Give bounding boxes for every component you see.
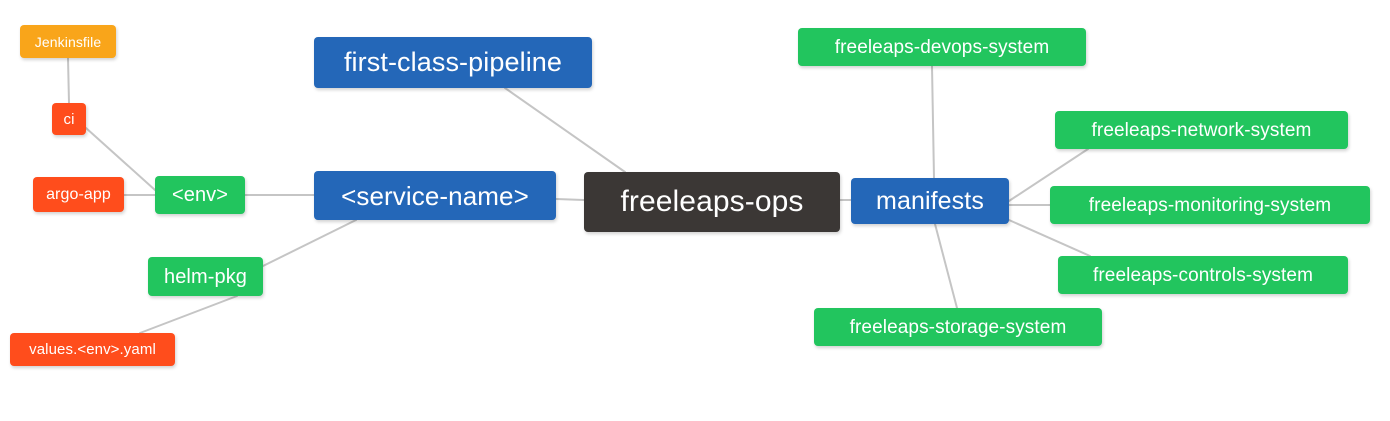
edge-jenkinsfile-to-ci (67, 57, 70, 104)
mindmap-node-label: <env> (171, 184, 229, 206)
mindmap-node-service-name[interactable]: <service-name> (314, 171, 556, 220)
mindmap-node-freeleaps-monitoring-system[interactable]: freeleaps-monitoring-system (1050, 186, 1370, 224)
mindmap-node-ci[interactable]: ci (52, 103, 86, 135)
edge-first-class-pipeline-to-freeleaps-ops (504, 87, 626, 173)
mindmap-node-freeleaps-devops-system[interactable]: freeleaps-devops-system (798, 28, 1086, 66)
mindmap-node-label: freeleaps-devops-system (834, 36, 1050, 58)
mindmap-node-freeleaps-controls-system[interactable]: freeleaps-controls-system (1058, 256, 1348, 294)
mindmap-node-helm-pkg[interactable]: helm-pkg (148, 257, 263, 296)
mindmap-node-label: freeleaps-ops (620, 185, 804, 218)
mindmap-node-values-yaml[interactable]: values.<env>.yaml (10, 333, 175, 366)
edge-manifests-to-freeleaps-controls-system (1008, 219, 1091, 257)
mindmap-node-freeleaps-storage-system[interactable]: freeleaps-storage-system (814, 308, 1102, 346)
mindmap-node-first-class-pipeline[interactable]: first-class-pipeline (314, 37, 592, 88)
mindmap-node-freeleaps-network-system[interactable]: freeleaps-network-system (1055, 111, 1348, 149)
edge-helm-pkg-to-values-yaml (139, 295, 238, 334)
mindmap-node-label: freeleaps-monitoring-system (1088, 194, 1332, 216)
edge-service-name-to-helm-pkg (262, 219, 357, 267)
mindmap-node-label: freeleaps-network-system (1091, 119, 1312, 141)
mindmap-node-label: helm-pkg (163, 265, 248, 288)
mindmap-node-manifests[interactable]: manifests (851, 178, 1009, 224)
edge-manifests-to-freeleaps-devops-system (931, 65, 935, 179)
mindmap-node-label: ci (63, 110, 75, 128)
mindmap-node-label: freeleaps-controls-system (1092, 264, 1314, 286)
mindmap-node-env[interactable]: <env> (155, 176, 245, 214)
mindmap-node-jenkinsfile[interactable]: Jenkinsfile (20, 25, 116, 58)
mindmap-node-label: argo-app (46, 185, 111, 203)
mindmap-node-label: freeleaps-storage-system (849, 316, 1067, 338)
mindmap-node-label: first-class-pipeline (343, 47, 563, 77)
edge-service-name-to-freeleaps-ops (555, 198, 585, 201)
mindmap-node-label: Jenkinsfile (34, 33, 102, 50)
mindmap-node-label: <service-name> (341, 180, 529, 211)
edge-manifests-to-freeleaps-storage-system (934, 223, 958, 309)
mindmap-node-argo-app[interactable]: argo-app (33, 177, 124, 212)
mindmap-node-freeleaps-ops[interactable]: freeleaps-ops (584, 172, 840, 232)
mindmap-node-label: manifests (876, 186, 984, 215)
mindmap-node-label: values.<env>.yaml (29, 341, 156, 358)
